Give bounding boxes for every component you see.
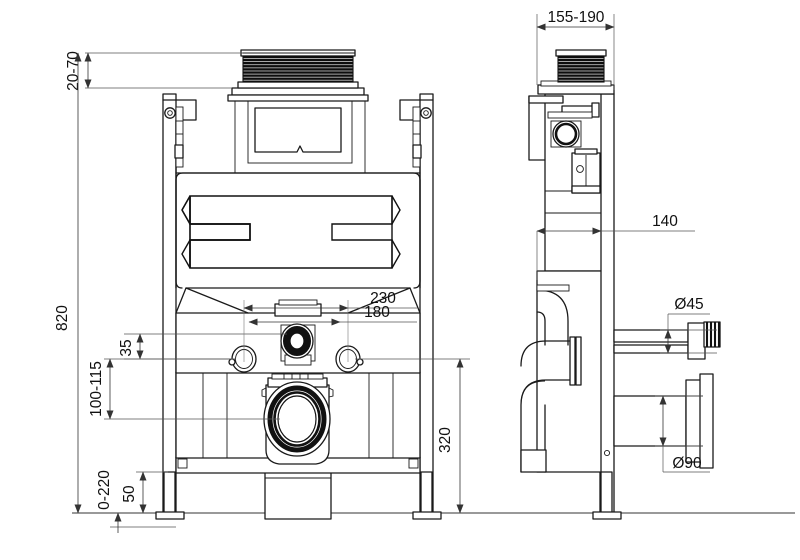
- water-inlet-port: [280, 323, 316, 366]
- double-arrow-marking: [181, 195, 401, 269]
- waste-outlet-collar: [261, 373, 334, 465]
- flush-plate-aperture: [240, 49, 356, 83]
- dimension-180: 180: [248, 304, 417, 326]
- dimension-320: 320: [355, 358, 470, 514]
- adjustable-foot-left: [155, 471, 185, 520]
- side-elevation-view: [520, 49, 721, 520]
- dimension-dia-45: Ø45: [660, 296, 717, 354]
- dimension-label-dia-90: Ø90: [672, 455, 702, 472]
- dimension-140: 140: [536, 213, 695, 280]
- dimension-dia-90: Ø90: [655, 395, 710, 473]
- adjustable-foot-right: [412, 471, 442, 520]
- cistern-top-collar: [227, 81, 369, 102]
- dimension-label-155-190: 155-190: [548, 9, 605, 26]
- dimension-label-180: 180: [364, 304, 390, 321]
- dimension-100-115: 100-115: [88, 358, 280, 420]
- dimension-155-190: 155-190: [536, 9, 615, 90]
- frame-rail-right: [419, 93, 434, 514]
- outlet-pipe-stub: [613, 373, 714, 469]
- dimension-label-100-115: 100-115: [88, 361, 105, 417]
- cistern-body: [175, 172, 421, 289]
- flush-valve-assembly: [571, 148, 601, 194]
- waste-elbow-pipe: [520, 284, 582, 473]
- dimension-label-140: 140: [652, 213, 678, 230]
- dimension-label-35: 35: [118, 339, 135, 356]
- front-elevation-view: [155, 49, 442, 520]
- dimension-20-70: 20-70: [65, 51, 243, 91]
- frame-rail-side: [599, 93, 615, 514]
- inlet-pipe-stub: [613, 321, 721, 360]
- dimension-50: 50: [121, 471, 168, 514]
- dimension-820: 820: [54, 52, 82, 514]
- adjustable-foot-side: [592, 471, 622, 520]
- dimension-label-820: 820: [54, 305, 71, 331]
- dimension-0-220: 0-220: [96, 470, 176, 533]
- frame-rail-left: [162, 93, 177, 514]
- dimension-label-0-220: 0-220: [96, 470, 113, 510]
- base-support-block: [264, 471, 332, 520]
- dimension-label-320: 320: [437, 427, 454, 453]
- fill-valve-assembly: [528, 95, 600, 161]
- wall-bracket-left: [162, 99, 197, 174]
- flush-plate-aperture-side: [555, 49, 607, 83]
- dimension-label-dia-45: Ø45: [674, 296, 703, 313]
- inspection-opening: [234, 100, 366, 174]
- wall-bracket-right: [399, 99, 434, 174]
- dimension-label-20-70: 20-70: [65, 51, 82, 91]
- dimension-label-230: 230: [370, 290, 396, 307]
- dimension-230: 230: [243, 290, 417, 362]
- dimension-label-50: 50: [121, 485, 138, 503]
